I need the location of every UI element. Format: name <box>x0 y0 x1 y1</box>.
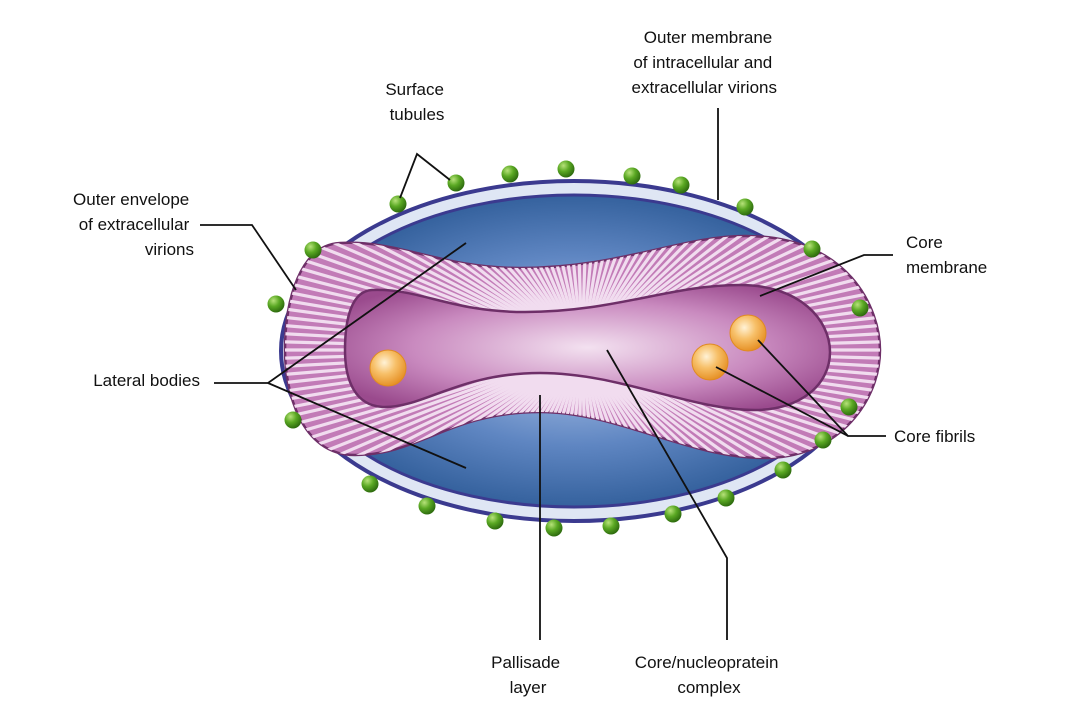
pallisade-stripe <box>410 349 584 459</box>
surface-tubule <box>486 512 504 530</box>
pallisade-stripe <box>472 349 584 459</box>
pallisade-stripe <box>580 349 692 459</box>
surface-tubule <box>545 519 563 537</box>
surface-tubule <box>284 411 302 429</box>
surface-tubule <box>664 505 682 523</box>
pallisade-stripe <box>380 348 584 459</box>
pallisade-stripe <box>538 349 584 459</box>
surface-tubule <box>736 198 754 216</box>
surface-tubules <box>267 160 869 537</box>
pallisade-stripe <box>555 349 584 459</box>
pallisade-stripe <box>472 236 584 351</box>
label-core-fibrils: Core fibrils <box>894 427 975 446</box>
pallisade-stripe <box>522 236 584 351</box>
pallisade-stripe <box>580 348 798 459</box>
pallisade-stripe <box>580 349 609 459</box>
pallisade-stripe <box>366 348 584 459</box>
pallisade-stripe <box>505 349 584 459</box>
surface-tubule <box>557 160 575 178</box>
surface-tubule <box>672 176 690 194</box>
pallisade-stripe <box>522 349 584 459</box>
pallisade-stripe <box>580 348 769 459</box>
label-core-membrane: Core membrane <box>906 233 987 277</box>
pallisade-stripe <box>441 349 584 459</box>
pallisade-stripe <box>580 348 784 459</box>
label-outer-envelope: Outer envelope of extracellular virions <box>73 190 194 259</box>
pallisade-stripe <box>489 349 584 459</box>
leader-surface-tubules <box>399 152 451 199</box>
label-outer-membrane: Outer membrane of intracellular and extr… <box>632 28 778 97</box>
surface-tubule <box>851 299 869 317</box>
leader-lines <box>200 108 893 640</box>
core-fibril <box>369 349 407 387</box>
surface-tubule <box>501 165 519 183</box>
pallisade-stripe <box>489 236 584 351</box>
pallisade-stripe <box>285 348 583 459</box>
surface-tubule <box>717 489 735 507</box>
surface-tubule <box>803 240 821 258</box>
pallisade-stripe <box>505 236 584 351</box>
label-lateral-bodies: Lateral bodies <box>93 371 200 390</box>
surface-tubule <box>447 174 465 192</box>
pallisade-stripe <box>456 349 584 459</box>
leader-core-complex <box>606 349 728 640</box>
pallisade-stripe <box>580 349 754 459</box>
surface-tubule <box>623 167 641 185</box>
pallisade-stripe <box>572 349 584 459</box>
pallisade-stripe <box>580 349 723 459</box>
pallisade-stripe <box>580 349 642 459</box>
surface-tubule <box>267 295 285 313</box>
pallisade-stripe <box>395 348 584 459</box>
pallisade-stripe <box>580 349 739 459</box>
surface-tubule <box>840 398 858 416</box>
label-pallisade-layer: Pallisade layer <box>491 653 565 697</box>
core-fibril <box>691 343 729 381</box>
pallisade-stripe <box>580 349 708 459</box>
pallisade-stripe <box>441 236 584 351</box>
surface-tubule <box>418 497 436 515</box>
pallisade-stripe <box>285 348 583 459</box>
pallisade-stripe <box>456 236 584 351</box>
pallisade-stripe <box>580 236 592 351</box>
surface-tubule <box>602 517 620 535</box>
leader-outer-envelope <box>200 224 297 291</box>
core-fibril <box>729 314 767 352</box>
leader-core-membrane <box>759 254 893 297</box>
pallisade-stripe <box>538 236 584 351</box>
leader-lateral-bodies-bottom <box>267 382 467 469</box>
pallisade-stripe <box>580 349 675 459</box>
pallisade-stripe <box>580 349 592 459</box>
surface-tubule <box>361 475 379 493</box>
label-surface-tubules: Surface tubules <box>385 80 448 124</box>
label-core-complex: Core/nucleopratein complex <box>635 653 783 697</box>
surface-tubule <box>389 195 407 213</box>
pallisade-stripe <box>425 349 584 459</box>
pallisade-stripe <box>580 349 626 459</box>
pallisade-stripe <box>285 348 583 459</box>
surface-tubule <box>304 241 322 259</box>
surface-tubule <box>774 461 792 479</box>
pallisade-stripe <box>580 349 659 459</box>
leader-core-fibrils-b <box>715 366 849 437</box>
pallisade-stripe <box>572 236 584 351</box>
surface-tubule <box>814 431 832 449</box>
pallisade-stripe <box>555 236 584 351</box>
